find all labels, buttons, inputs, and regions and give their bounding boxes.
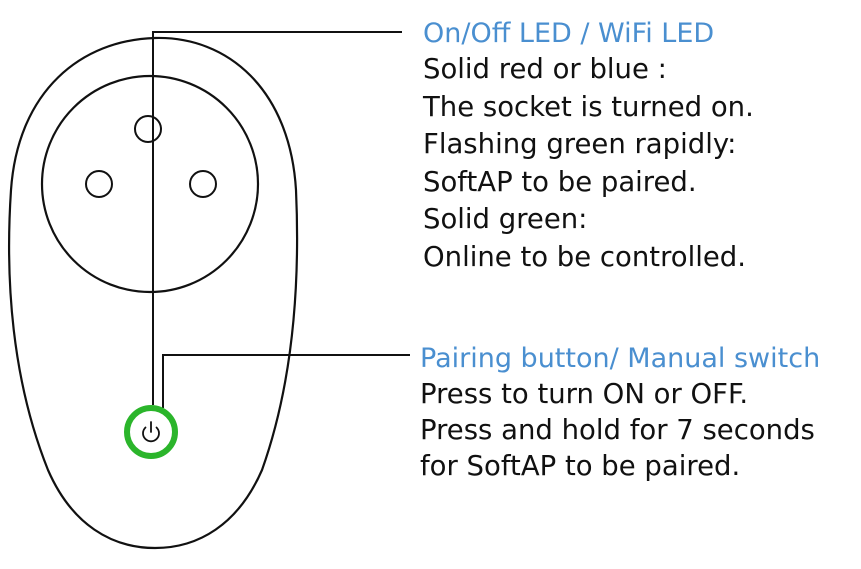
pairing-callout-title: Pairing button/ Manual switch	[420, 343, 821, 374]
led-callout-line: Flashing green rapidly:	[423, 128, 737, 160]
pairing-callout-line: Press to turn ON or OFF.	[420, 378, 749, 410]
right-pin-hole	[189, 170, 217, 198]
led-leader-line	[152, 31, 402, 405]
pairing-leader-line	[162, 354, 410, 408]
power-icon[interactable]	[142, 421, 160, 443]
led-callout-line: SoftAP to be paired.	[423, 165, 697, 198]
pairing-callout-line: Press and hold for 7 seconds	[420, 414, 815, 446]
socket-ring	[40, 74, 260, 294]
pairing-callout-line: for SoftAP to be paired.	[420, 450, 741, 482]
left-pin-hole	[85, 170, 113, 198]
led-callout-title: On/Off LED / WiFi LED	[423, 18, 715, 49]
led-callout-line: Online to be controlled.	[423, 240, 746, 273]
led-callout-line: Solid green:	[423, 203, 588, 235]
led-callout: On/Off LED / WiFi LED Solid red or blue …	[423, 17, 754, 276]
pairing-callout: Pairing button/ Manual switch Press to t…	[420, 342, 820, 484]
earth-pin-hole	[134, 115, 162, 143]
led-callout-line: The socket is turned on.	[423, 90, 754, 123]
led-callout-line: Solid red or blue :	[423, 53, 667, 85]
plug-body-outline	[8, 36, 299, 550]
